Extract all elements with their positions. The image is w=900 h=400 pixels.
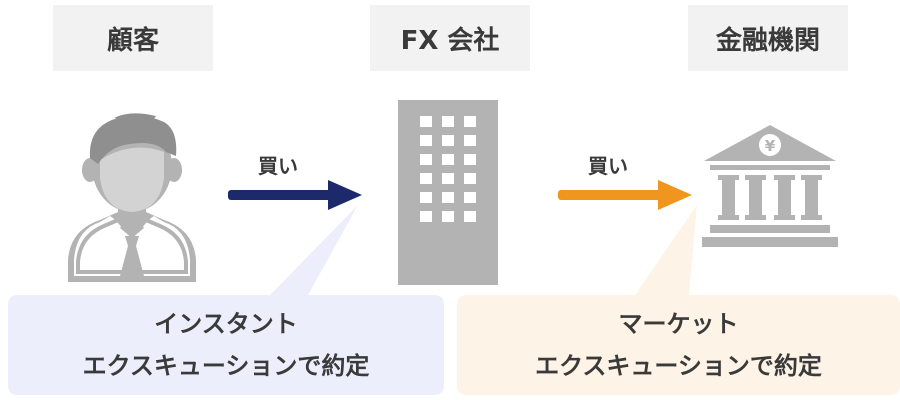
person-icon: [68, 113, 196, 282]
instant-execution-line1: インスタント: [154, 310, 298, 338]
fx-company-label: FX 会社: [370, 5, 530, 71]
buy-label-customer-to-fx: 買い: [258, 154, 298, 178]
market-execution-text: マーケット エクスキューションで約定: [457, 303, 900, 387]
bank-icon: ¥: [702, 125, 838, 247]
market-execution-callout: [457, 205, 900, 395]
instant-execution-callout: [8, 205, 444, 395]
office-building-icon: [398, 100, 498, 285]
financial-institution-label: 金融機関: [688, 5, 848, 71]
yen-symbol: ¥: [765, 137, 776, 155]
market-execution-line2: エクスキューションで約定: [535, 352, 822, 380]
buy-label-fx-to-bank: 買い: [588, 154, 628, 178]
market-execution-line1: マーケット: [618, 310, 739, 338]
instant-execution-line2: エクスキューションで約定: [82, 352, 370, 380]
arrow-right-icon-navy: [228, 180, 362, 210]
instant-execution-text: インスタント エクスキューションで約定: [8, 303, 444, 387]
customer-label: 顧客: [53, 5, 213, 71]
arrow-right-icon-orange: [558, 180, 692, 210]
